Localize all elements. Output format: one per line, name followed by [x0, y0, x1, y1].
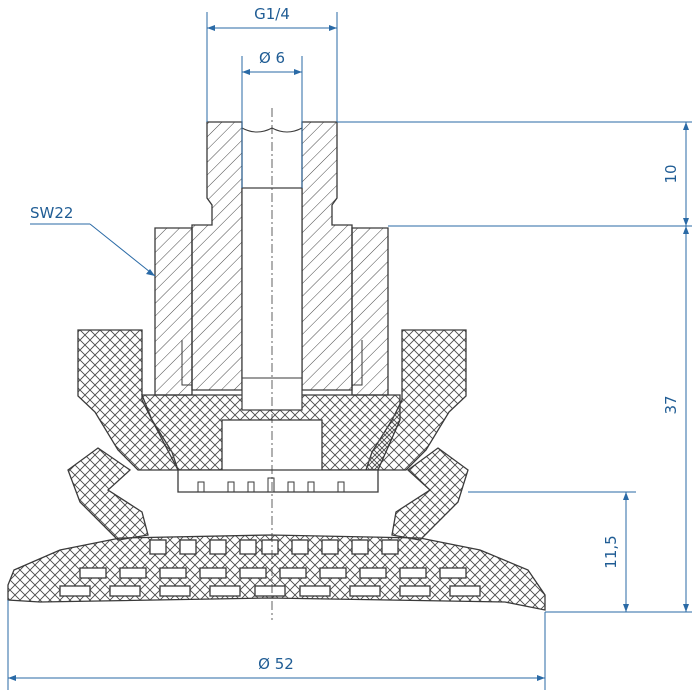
- hex-nut-right: [351, 227, 389, 396]
- thread-length-label: 10: [662, 164, 680, 183]
- support-ribs: [59, 539, 481, 597]
- cup-core: [141, 394, 401, 471]
- total-height-label: 37: [662, 395, 680, 414]
- cup-plate: [177, 469, 379, 493]
- inner-recess: [181, 340, 192, 386]
- cup-right-bellow: [391, 447, 469, 541]
- stud-right-wall: [301, 121, 353, 391]
- dimension-lines: [7, 12, 692, 690]
- thread-label: G1/4: [254, 5, 290, 23]
- diameter-label: Ø 52: [258, 655, 294, 673]
- rubber-cup: [7, 329, 546, 611]
- cup-left-bellow: [67, 447, 149, 541]
- bellows-height-label: 11,5: [602, 535, 620, 568]
- hex-nut-left: [154, 227, 193, 396]
- stud-left-wall: [191, 121, 243, 391]
- plate-teeth: [197, 477, 345, 493]
- wrench-size-label: SW22: [30, 204, 73, 222]
- bore-label: Ø 6: [259, 49, 285, 67]
- metal-fitting: [154, 121, 389, 411]
